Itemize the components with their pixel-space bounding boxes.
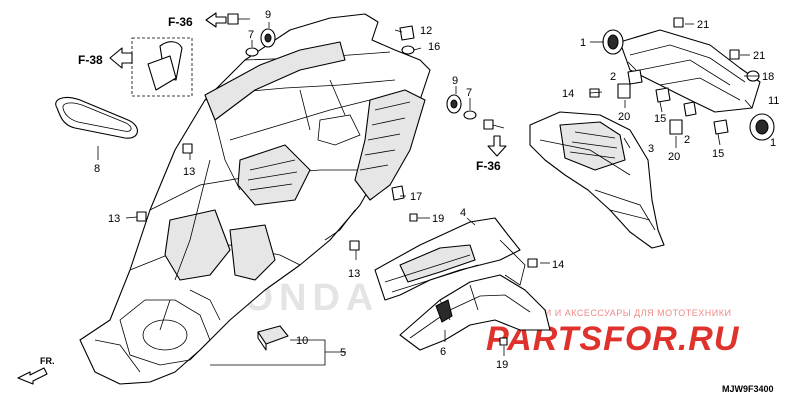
callout-2-left: 2: [610, 71, 616, 83]
svg-text:F-36: F-36: [168, 15, 193, 29]
callout-7-top: 7: [248, 29, 254, 41]
callout-4: 4: [460, 207, 466, 219]
fastener-screw-19-upper[interactable]: [409, 213, 418, 222]
fastener-collar-20-upper[interactable]: [617, 83, 631, 99]
callout-14-right: 14: [552, 259, 564, 271]
fastener-screw-19-lower[interactable]: [499, 337, 508, 346]
fastener-nut-2-right[interactable]: [683, 101, 697, 117]
fastener-collar-9-top[interactable]: [260, 28, 276, 48]
part-rear-cover[interactable]: [529, 111, 665, 249]
callout-21-right: 21: [753, 50, 765, 62]
callout-2-right: 2: [684, 134, 690, 146]
fastener-bolt-top[interactable]: [227, 13, 250, 25]
part-rear-fender[interactable]: [79, 13, 431, 385]
fastener-nut-16[interactable]: [401, 45, 415, 55]
fastener-cushion-15-left[interactable]: [655, 87, 671, 103]
callout-12: 12: [420, 25, 432, 37]
callout-9-top: 9: [265, 9, 271, 21]
fastener-bolt-13-upper[interactable]: [182, 143, 193, 154]
part-plate-small[interactable]: [147, 55, 177, 91]
diagram-code: MJW9F3400: [722, 384, 774, 394]
callout-16: 16: [428, 41, 440, 53]
fastener-washer-7-mid[interactable]: [463, 110, 477, 120]
ref-f36-top[interactable]: F-36: [168, 12, 227, 29]
fastener-bolt-13-lower[interactable]: [349, 240, 360, 251]
logo-subtitle: ЗАПЧАСТИ И АКСЕССУАРЫ ДЛЯ МОТОТЕХНИКИ: [500, 308, 731, 318]
callout-9-mid: 9: [452, 75, 458, 87]
callout-11: 11: [768, 95, 779, 107]
callout-5: 5: [340, 347, 346, 359]
callout-15-left: 15: [654, 113, 666, 125]
fastener-clip-17[interactable]: [391, 185, 405, 201]
part-pad[interactable]: [257, 325, 289, 351]
callout-13-upper: 13: [183, 166, 195, 178]
fastener-bolt-right[interactable]: [483, 119, 505, 130]
dashed-group-box: [131, 37, 193, 97]
callout-18: 18: [762, 71, 774, 83]
part-grommet-right[interactable]: [749, 113, 775, 141]
part-license-bracket[interactable]: [619, 29, 761, 113]
callout-3: 3: [648, 143, 654, 155]
fastener-screw-14-right[interactable]: [527, 258, 538, 268]
part-splash-guard[interactable]: [399, 274, 551, 351]
callout-8: 8: [94, 163, 100, 175]
svg-text:FR.: FR.: [40, 356, 55, 366]
callout-13-lower: 13: [348, 268, 360, 280]
callout-7-mid: 7: [466, 87, 472, 99]
callout-20-lower: 20: [668, 151, 680, 163]
callout-15-right: 15: [712, 148, 724, 160]
callout-20-upper: 20: [618, 111, 630, 123]
fastener-collar-9-mid[interactable]: [446, 94, 462, 114]
callout-19-lower: 19: [496, 359, 508, 371]
callout-14-left: 14: [562, 88, 574, 100]
ref-f38-left[interactable]: F-38: [78, 47, 133, 69]
fastener-bolt-21-right[interactable]: [729, 49, 740, 60]
callout-19-upper: 19: [432, 213, 444, 225]
callout-10: 10: [296, 335, 308, 347]
fastener-collar-20-lower[interactable]: [669, 119, 683, 135]
callout-17: 17: [410, 191, 422, 203]
callout-1-left: 1: [580, 37, 586, 49]
part-inner-bracket[interactable]: [374, 217, 526, 301]
part-band[interactable]: [55, 97, 138, 139]
part-grommet-left[interactable]: [602, 29, 624, 55]
fastener-bolt-13-left[interactable]: [136, 211, 147, 222]
fastener-cushion-15-right[interactable]: [713, 119, 729, 135]
callout-13-left: 13: [108, 213, 120, 225]
fastener-clip-12[interactable]: [399, 25, 415, 41]
callout-1-right: 1: [770, 137, 776, 149]
svg-text:F-38: F-38: [78, 53, 103, 67]
callout-6: 6: [440, 346, 446, 358]
ref-front-arrow: FR.: [17, 356, 55, 385]
fastener-nut-2-left[interactable]: [627, 69, 643, 85]
fastener-washer-7-top[interactable]: [245, 47, 259, 57]
svg-text:F-36: F-36: [476, 159, 501, 173]
ref-f36-right[interactable]: F-36: [476, 135, 507, 173]
callout-21-top: 21: [697, 19, 709, 31]
fastener-bolt-21-top[interactable]: [673, 17, 684, 28]
